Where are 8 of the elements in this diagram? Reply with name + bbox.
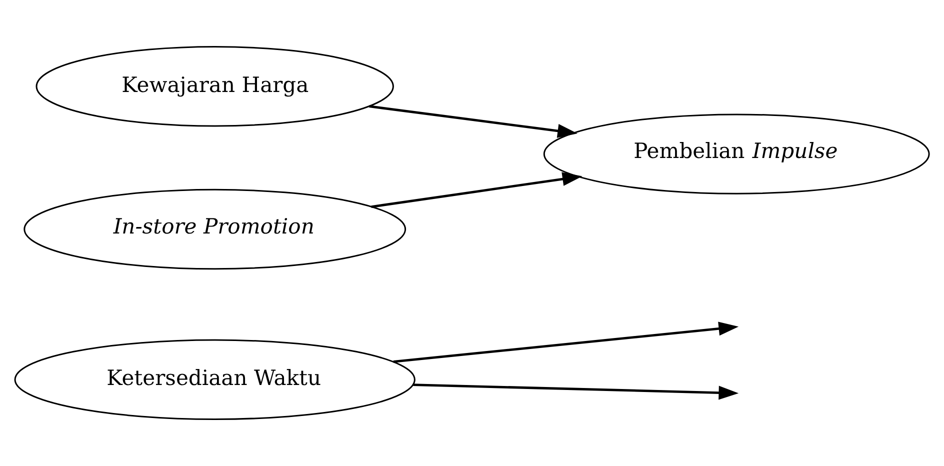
arrow — [371, 172, 582, 208]
node-ellipse: Pembelian Impulse — [543, 114, 930, 194]
node-ellipse: Ketersediaan Waktu — [14, 339, 416, 420]
arrow — [413, 384, 739, 400]
arrow — [369, 105, 578, 138]
node-ellipse: In-store Promotion — [24, 188, 406, 270]
arrow — [393, 322, 739, 363]
node-ellipse: Kewajaran Harga — [36, 46, 394, 127]
